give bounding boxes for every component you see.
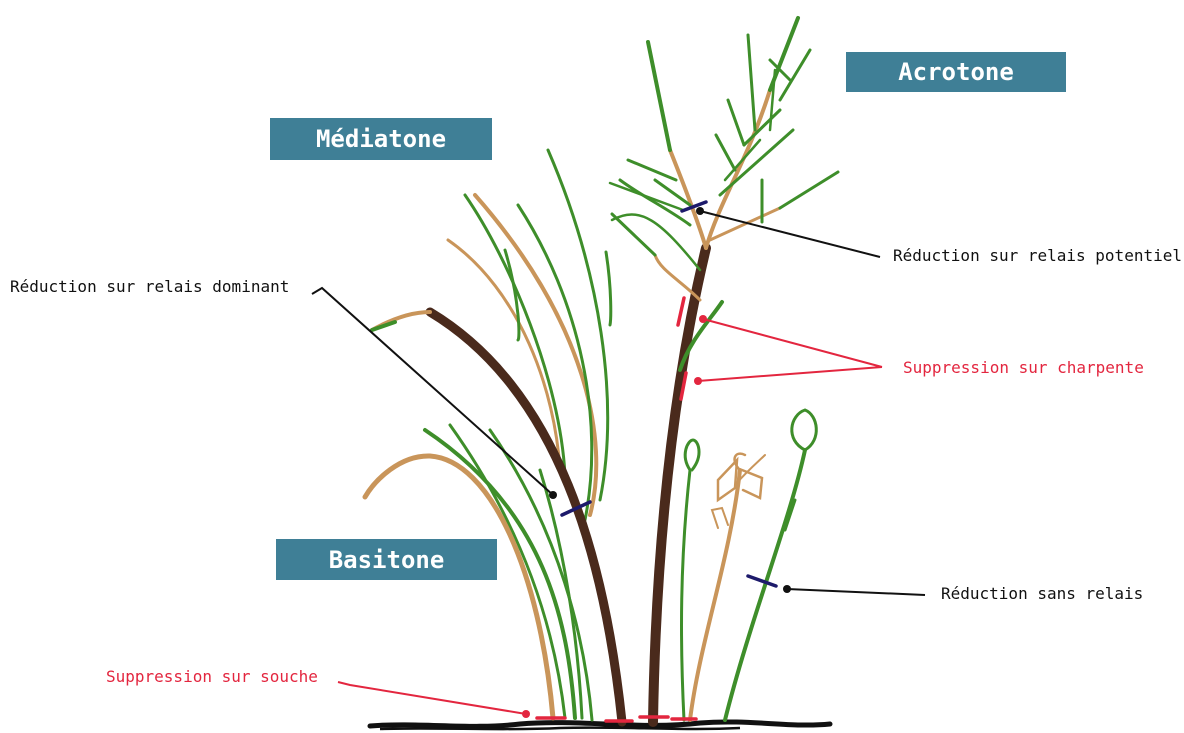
label-reduction-sans-relais: Réduction sans relais <box>941 584 1143 604</box>
label-reduction-relais-potentiel: Réduction sur relais potentiel <box>893 246 1182 266</box>
reduction-mark-sans-relais <box>748 576 776 586</box>
basitone-right-shoots <box>682 410 817 720</box>
label-suppression-charpente: Suppression sur charpente <box>903 358 1144 378</box>
acrotone-tree <box>610 18 838 722</box>
soil-line <box>370 722 830 729</box>
tag-mediatone: Médiatone <box>270 118 492 160</box>
tag-basitone: Basitone <box>276 539 497 580</box>
tag-acrotone: Acrotone <box>846 52 1066 92</box>
leader-charpente-top <box>703 319 882 367</box>
leader-charpente-mid <box>698 367 882 381</box>
leader-relais-potentiel <box>700 211 880 257</box>
suppression-mark-charpente-top <box>678 298 684 325</box>
leader-souche <box>338 682 526 714</box>
mediatone-shoots <box>372 150 622 722</box>
label-reduction-relais-dominant: Réduction sur relais dominant <box>10 277 289 297</box>
leader-sans-relais <box>787 589 925 595</box>
label-suppression-souche: Suppression sur souche <box>106 667 318 687</box>
